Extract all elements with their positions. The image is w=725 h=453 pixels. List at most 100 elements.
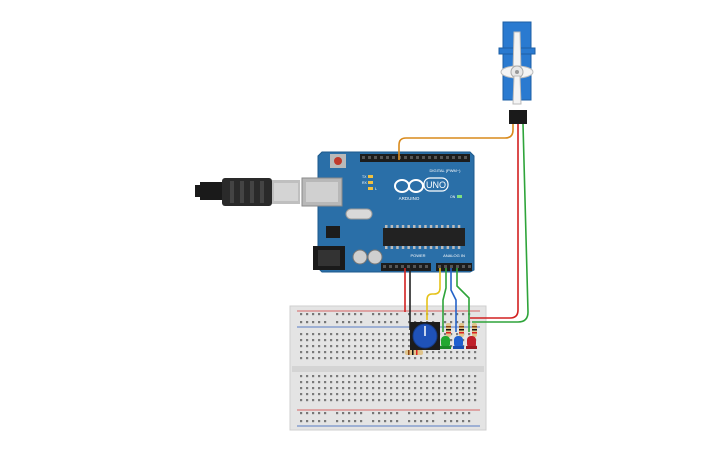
rail-hole[interactable] (324, 412, 327, 415)
rail-hole[interactable] (348, 412, 351, 415)
digital-pin[interactable] (434, 156, 437, 159)
terminal-hole[interactable] (306, 387, 309, 390)
terminal-hole[interactable] (414, 357, 417, 360)
terminal-hole[interactable] (468, 387, 471, 390)
terminal-hole[interactable] (408, 375, 411, 378)
terminal-hole[interactable] (312, 357, 315, 360)
terminal-hole[interactable] (456, 357, 459, 360)
terminal-hole[interactable] (354, 345, 357, 348)
terminal-hole[interactable] (336, 375, 339, 378)
rail-hole[interactable] (456, 321, 459, 324)
terminal-hole[interactable] (318, 381, 321, 384)
terminal-hole[interactable] (354, 351, 357, 354)
terminal-hole[interactable] (318, 387, 321, 390)
terminal-hole[interactable] (396, 375, 399, 378)
rail-hole[interactable] (414, 420, 417, 423)
resistor[interactable] (459, 323, 464, 337)
terminal-hole[interactable] (420, 375, 423, 378)
terminal-hole[interactable] (312, 345, 315, 348)
terminal-hole[interactable] (474, 375, 477, 378)
terminal-hole[interactable] (360, 351, 363, 354)
terminal-hole[interactable] (408, 345, 411, 348)
rail-hole[interactable] (432, 313, 435, 316)
terminal-hole[interactable] (420, 399, 423, 402)
terminal-hole[interactable] (402, 333, 405, 336)
terminal-hole[interactable] (450, 357, 453, 360)
rail-hole[interactable] (408, 420, 411, 423)
wire-green-servo-ground[interactable] (472, 123, 529, 323)
terminal-hole[interactable] (360, 375, 363, 378)
terminal-hole[interactable] (342, 387, 345, 390)
terminal-hole[interactable] (354, 357, 357, 360)
terminal-hole[interactable] (300, 399, 303, 402)
digital-pin[interactable] (458, 156, 461, 159)
rail-hole[interactable] (378, 412, 381, 415)
rail-hole[interactable] (318, 321, 321, 324)
rail-hole[interactable] (360, 412, 363, 415)
terminal-hole[interactable] (348, 339, 351, 342)
rail-hole[interactable] (336, 321, 339, 324)
terminal-hole[interactable] (336, 387, 339, 390)
terminal-hole[interactable] (402, 381, 405, 384)
rail-hole[interactable] (462, 412, 465, 415)
terminal-hole[interactable] (336, 381, 339, 384)
terminal-hole[interactable] (462, 399, 465, 402)
rail-hole[interactable] (432, 420, 435, 423)
terminal-hole[interactable] (324, 381, 327, 384)
terminal-hole[interactable] (324, 345, 327, 348)
terminal-hole[interactable] (306, 393, 309, 396)
terminal-hole[interactable] (306, 351, 309, 354)
rail-hole[interactable] (354, 420, 357, 423)
rail-hole[interactable] (384, 412, 387, 415)
analog-pin[interactable] (456, 265, 459, 268)
terminal-hole[interactable] (450, 387, 453, 390)
terminal-hole[interactable] (324, 351, 327, 354)
terminal-hole[interactable] (420, 381, 423, 384)
terminal-hole[interactable] (354, 375, 357, 378)
rail-hole[interactable] (354, 321, 357, 324)
terminal-hole[interactable] (474, 399, 477, 402)
terminal-hole[interactable] (318, 345, 321, 348)
terminal-hole[interactable] (354, 381, 357, 384)
digital-pin[interactable] (452, 156, 455, 159)
terminal-hole[interactable] (408, 393, 411, 396)
terminal-hole[interactable] (420, 387, 423, 390)
terminal-hole[interactable] (426, 375, 429, 378)
terminal-hole[interactable] (402, 399, 405, 402)
rail-hole[interactable] (318, 313, 321, 316)
terminal-hole[interactable] (336, 333, 339, 336)
terminal-hole[interactable] (354, 393, 357, 396)
wire-red-servo-power[interactable] (470, 124, 519, 319)
terminal-hole[interactable] (444, 399, 447, 402)
rail-hole[interactable] (378, 321, 381, 324)
terminal-hole[interactable] (348, 387, 351, 390)
terminal-hole[interactable] (300, 339, 303, 342)
terminal-hole[interactable] (342, 339, 345, 342)
arduino-uno-board[interactable]: ARDUINO UNO DIGITAL (PWM~) POWER ANALOG … (301, 151, 475, 273)
terminal-hole[interactable] (402, 357, 405, 360)
terminal-hole[interactable] (354, 399, 357, 402)
terminal-hole[interactable] (366, 351, 369, 354)
rail-hole[interactable] (384, 420, 387, 423)
terminal-hole[interactable] (432, 351, 435, 354)
terminal-hole[interactable] (408, 399, 411, 402)
terminal-hole[interactable] (366, 381, 369, 384)
terminal-hole[interactable] (396, 387, 399, 390)
terminal-hole[interactable] (318, 375, 321, 378)
terminal-hole[interactable] (324, 387, 327, 390)
terminal-hole[interactable] (444, 351, 447, 354)
terminal-hole[interactable] (384, 333, 387, 336)
rail-hole[interactable] (462, 321, 465, 324)
terminal-hole[interactable] (408, 333, 411, 336)
terminal-hole[interactable] (414, 387, 417, 390)
terminal-hole[interactable] (336, 345, 339, 348)
terminal-hole[interactable] (384, 399, 387, 402)
terminal-hole[interactable] (402, 339, 405, 342)
digital-pin[interactable] (392, 156, 395, 159)
rail-hole[interactable] (312, 412, 315, 415)
terminal-hole[interactable] (438, 399, 441, 402)
terminal-hole[interactable] (330, 399, 333, 402)
terminal-hole[interactable] (306, 399, 309, 402)
terminal-hole[interactable] (354, 387, 357, 390)
terminal-hole[interactable] (372, 381, 375, 384)
